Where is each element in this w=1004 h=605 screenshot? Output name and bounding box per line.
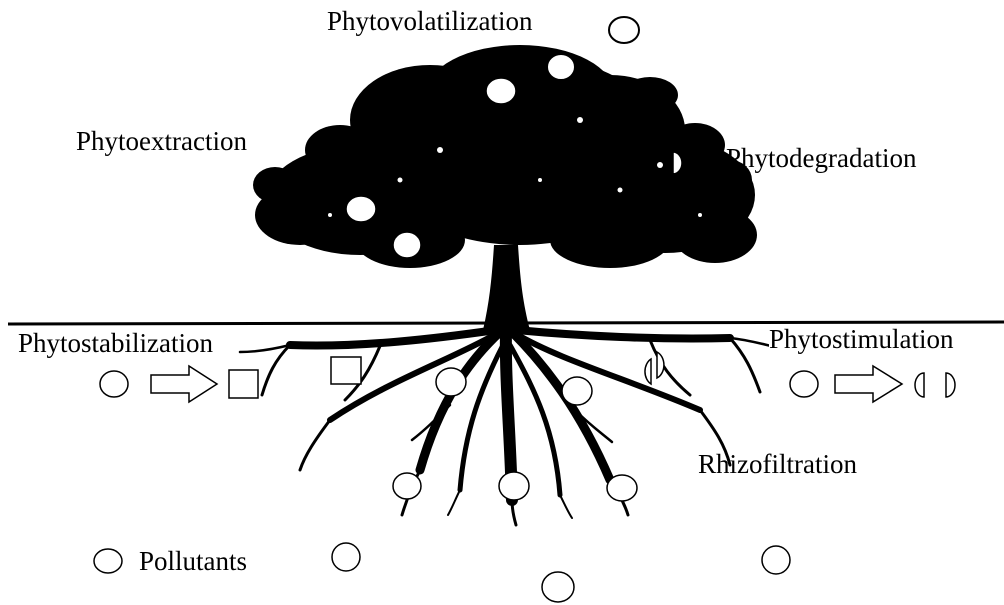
pollutant-circle [547,54,575,80]
process-arrow [151,366,217,402]
pollutant-circle [499,472,529,500]
pollutant-circle [332,543,360,571]
pollutant-circle [762,546,790,574]
legend-pollutants-label: Pollutants [139,548,247,575]
pollutant-circle [562,377,592,405]
label-rhizofiltration: Rhizofiltration [698,451,857,478]
stabilized-pollutant-square [229,370,258,398]
degraded-pollutant-right-half [657,352,664,378]
phytostabilization-process [100,366,258,402]
phytostimulation-process [790,366,955,402]
pollutant-circle [436,368,466,396]
pollutant-circle [542,572,574,602]
degraded-pollutant-left-half [915,373,924,397]
pollutant-circle [790,371,818,397]
label-phytoextraction: Phytoextraction [76,128,247,155]
tree-trunk [483,245,530,330]
stabilized-pollutant-square [331,357,361,384]
label-phytostabilization: Phytostabilization [18,330,213,357]
pollutant-circle [393,473,421,499]
label-phytodegradation: Phytodegradation [726,145,916,172]
pollutant-circle [100,371,128,397]
legend-pollutant-symbol [94,549,122,573]
pollutant-circle [609,17,639,43]
label-phytovolatilization: Phytovolatilization [327,8,532,35]
pollutant-circle [346,196,376,222]
degraded-pollutant-left-half [645,359,651,384]
pollutant-circle [486,78,516,104]
pollutant-circle [393,232,421,258]
process-arrow [835,366,902,402]
pollutant-circle [607,475,637,501]
label-phytostimulation: Phytostimulation [769,326,954,353]
degraded-pollutant-right-half [946,373,955,397]
